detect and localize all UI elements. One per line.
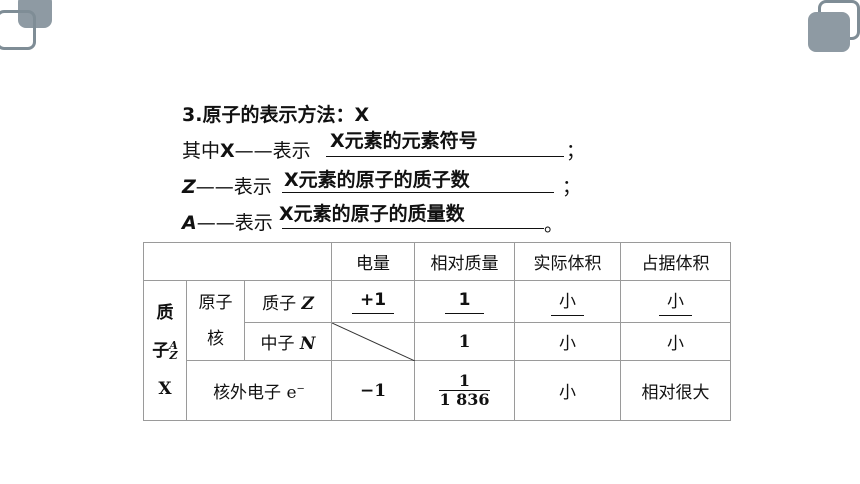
- header-charge: 电量: [331, 242, 415, 281]
- line2-prefix: Z——表示: [182, 172, 272, 199]
- proton-mass: 1: [414, 280, 515, 323]
- nucleus-label-top: 原子: [198, 292, 233, 313]
- line2-blank: [282, 192, 554, 193]
- proton-label-cell: 质子 Z: [244, 280, 332, 323]
- line1-end: ；: [566, 140, 586, 162]
- line3-prefix-b: ——表示: [196, 212, 273, 234]
- line2-prefix-b: ——表示: [195, 176, 272, 198]
- table-header-row: 电量 相对质量 实际体积 占据体积: [143, 242, 731, 281]
- line3-prefix-a: A: [182, 212, 197, 234]
- neutron-label-cell: 中子 N: [244, 322, 332, 361]
- diagonal-line: [332, 323, 415, 361]
- line1-prefix-c: ——表示: [234, 140, 311, 162]
- neutron-volume: 小: [514, 322, 621, 361]
- atom-label-bottom: X: [158, 378, 172, 399]
- nucleus-label-bottom: 核: [207, 328, 224, 349]
- electron-occupied: 相对很大: [620, 360, 731, 421]
- line1-prefix: 其中X——表示: [182, 136, 311, 163]
- header-relative-mass: 相对质量: [414, 242, 515, 281]
- line2-prefix-z: Z: [182, 176, 196, 198]
- proton-volume: 小: [514, 280, 621, 323]
- electron-label-cell: 核外电子 e−: [186, 360, 332, 421]
- table-row-neutron: 中子 N 1 小 小: [144, 322, 731, 361]
- line2-end: ；: [562, 176, 582, 198]
- nucleus-cell: 原子 核: [186, 280, 245, 361]
- neutron-occupied: 小: [620, 322, 731, 361]
- neutron-mass: 1: [414, 322, 515, 361]
- electron-volume: 小: [514, 360, 621, 421]
- atom-label-zi: 子: [152, 340, 170, 361]
- line1-prefix-a: 其中: [182, 140, 221, 162]
- line3-prefix: A——表示: [182, 208, 273, 235]
- line2-answer: X元素的原子的质子数: [284, 169, 470, 191]
- mass-number-sup: A: [169, 339, 178, 352]
- section-heading: 3.原子的表示方法：X: [182, 104, 370, 126]
- header-occupied-volume: 占据体积: [620, 242, 731, 281]
- proton-charge: +1: [331, 280, 415, 323]
- header-actual-volume: 实际体积: [514, 242, 621, 281]
- line1-blank: [326, 156, 564, 157]
- electron-charge: −1: [331, 360, 415, 421]
- line1-prefix-x: X: [220, 140, 235, 162]
- neutron-charge-diagonal-cell: [331, 322, 415, 361]
- proton-occupied: 小: [620, 280, 731, 323]
- atomic-number-sub: Z: [169, 349, 178, 362]
- proton-var: Z: [301, 294, 314, 314]
- line3-end: 。: [544, 214, 564, 236]
- line3-answer: X元素的原子的质量数: [279, 203, 465, 225]
- line1-answer: X元素的元素符号: [330, 130, 478, 152]
- atom-label-top: 质: [156, 302, 174, 323]
- neutron-var: N: [299, 334, 316, 354]
- line3-blank: [282, 228, 544, 229]
- electron-sup: −: [296, 383, 305, 395]
- header-empty-cell: [143, 242, 332, 281]
